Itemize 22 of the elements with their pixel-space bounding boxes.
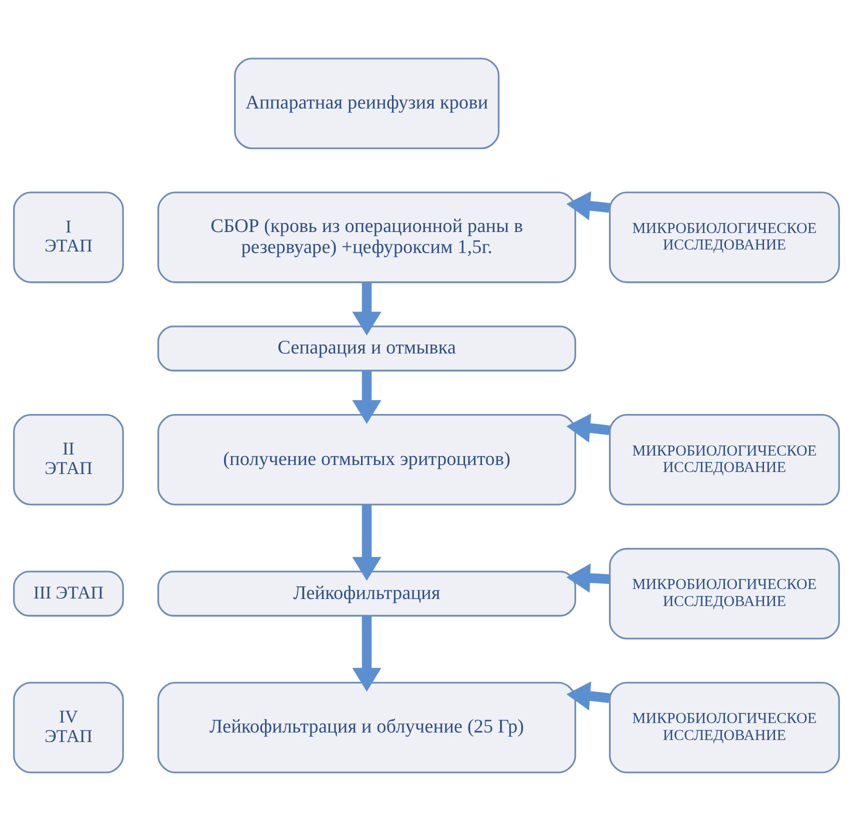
node-box: Лейкофильтрация и облучение (25 Гр) — [157, 681, 576, 773]
node-box: Аппаратная реинфузия крови — [234, 57, 500, 149]
arrow — [566, 680, 610, 710]
arrow — [352, 616, 382, 692]
node-box: МИКРОБИОЛОГИЧЕСКОЕ ИССЛЕДОВАНИЕ — [609, 191, 840, 283]
node-box: I ЭТАП — [13, 191, 124, 283]
node-box: МИКРОБИОЛОГИЧЕСКОЕ ИССЛЕДОВАНИЕ — [609, 681, 840, 773]
node-box: III ЭТАП — [13, 570, 124, 616]
node-box: МИКРОБИОЛОГИЧЕСКОЕ ИССЛЕДОВАНИЕ — [609, 413, 840, 505]
node-box: СБОР (кровь из операционной раны в резервуаре) +цефуроксим 1,5г. — [157, 191, 576, 283]
node-box: IV ЭТАП — [13, 681, 124, 773]
arrow — [566, 413, 610, 442]
arrow — [352, 504, 382, 580]
node-box: МИКРОБИОЛОГИЧЕСКОЕ ИССЛЕДОВАНИЕ — [609, 547, 840, 639]
node-box: (получение отмытых эритроцитов) — [157, 413, 576, 505]
arrow — [566, 563, 610, 592]
arrow — [352, 370, 382, 424]
node-box: II ЭТАП — [13, 413, 124, 505]
arrow — [566, 190, 610, 220]
arrow — [352, 282, 382, 335]
node-box: Сепарация и отмывка — [157, 325, 576, 371]
node-box: Лейкофильтрация — [157, 570, 576, 616]
